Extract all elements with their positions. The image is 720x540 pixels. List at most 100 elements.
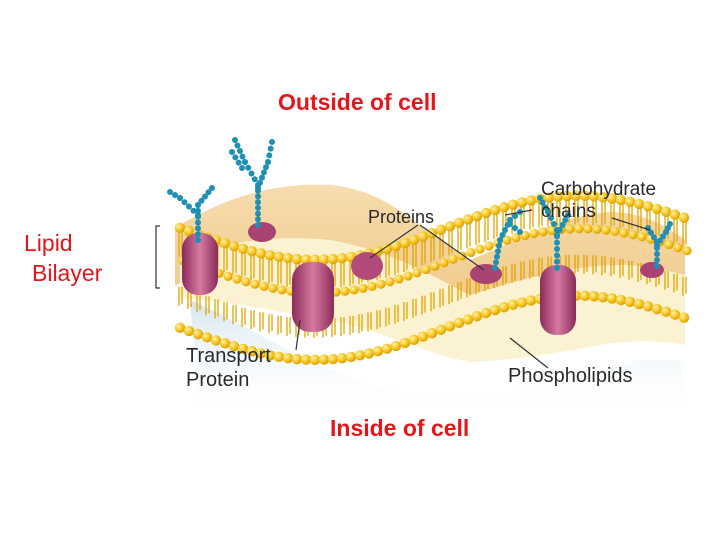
phospholipid-head — [250, 279, 260, 289]
phospholipid-head — [628, 230, 638, 240]
phospholipid-head — [507, 199, 519, 210]
phospholipid-heads-upper — [174, 190, 690, 265]
label-pointers — [155, 209, 651, 369]
phospholipid-head — [543, 192, 555, 203]
phospholipid-head — [412, 268, 422, 278]
lipid-bilayer-bracket — [155, 225, 160, 289]
protein-right-channel — [540, 265, 576, 335]
phospholipid-head — [259, 281, 269, 291]
phospholipid-head — [453, 317, 465, 329]
phospholipid-head — [394, 274, 404, 284]
phospholipid-head — [444, 221, 456, 232]
phospholipid-head — [444, 321, 456, 332]
phospholipid-head — [529, 228, 539, 239]
phospholipid-head — [462, 314, 474, 325]
phospholipid-head — [651, 303, 663, 315]
phospholipid-head — [601, 225, 611, 235]
phospholipid-head — [291, 253, 303, 265]
phospholipid-head — [511, 233, 521, 243]
phospholipid-head — [345, 351, 357, 363]
lipid-label-line1: Lipid — [24, 230, 73, 256]
phospholipid-head — [228, 340, 240, 352]
phospholipid-head — [669, 209, 681, 220]
phospholipid-head — [327, 353, 339, 365]
phospholipid-head — [642, 301, 654, 312]
phospholipid-head — [246, 346, 258, 357]
phospholipid-tails-lower — [178, 254, 687, 338]
protein-peripheral-left — [248, 222, 276, 242]
phospholipid-head — [475, 244, 485, 254]
phospholipid-head — [525, 295, 537, 306]
phospholipid-head — [480, 207, 492, 219]
phospholipid-head — [340, 286, 350, 296]
phospholipid-head — [426, 328, 438, 339]
phospholipid-head — [318, 254, 330, 265]
transport-label-line1: Transport — [186, 345, 271, 367]
carbohydrate-pointer-1 — [504, 209, 533, 216]
phospholipid-head — [525, 195, 537, 206]
phospholipid-head — [277, 285, 287, 295]
phospholipid-head — [300, 354, 312, 365]
phospholipid-head — [237, 343, 249, 354]
phospholipid-head — [228, 240, 240, 252]
phospholipid-head — [282, 352, 294, 364]
phospholipid-head — [327, 253, 339, 265]
phospholipid-head — [417, 231, 429, 242]
phospholipid-head — [381, 243, 393, 254]
phospholipid-head — [462, 214, 474, 225]
transport-protein — [292, 262, 334, 332]
lipid-bilayer-label: Lipid Bilayer — [24, 228, 102, 288]
phospholipid-head — [408, 234, 420, 246]
phospholipid-head — [669, 309, 681, 320]
phospholipid-head — [363, 348, 375, 359]
phospholipid-head — [624, 296, 636, 307]
phospholipid-head — [597, 192, 609, 203]
phospholipid-head — [273, 351, 285, 363]
phospholipid-head — [430, 261, 440, 271]
phospholipid-head — [255, 248, 267, 259]
proteins-pointer-2 — [419, 224, 485, 271]
phospholipid-head — [358, 283, 368, 293]
phospholipid-head — [403, 271, 413, 281]
phospholipid-head — [435, 224, 447, 235]
phospholipid-head — [480, 307, 492, 319]
phospholipid-head — [399, 337, 411, 349]
proteins-label: Proteins — [368, 207, 435, 227]
phospholipid-head — [615, 294, 627, 306]
carbohydrate-label-line2: chains — [541, 201, 596, 222]
phospholipid-head — [453, 217, 465, 229]
phospholipid-head — [552, 191, 564, 202]
phospholipid-head — [471, 210, 483, 222]
phospholipid-head — [466, 247, 476, 258]
phospholipid-head — [349, 285, 359, 295]
phospholipid-head — [579, 290, 591, 302]
phospholipid-head — [660, 306, 672, 317]
phospholipid-head — [606, 193, 618, 204]
membrane-shadow — [190, 300, 690, 420]
carbohydrate-chain — [255, 139, 275, 191]
phospholipid-head — [264, 350, 276, 361]
phospholipid-head — [183, 225, 195, 237]
phospholipid-head — [682, 246, 692, 256]
phospholipid-head — [241, 277, 251, 287]
phospholipid-head — [606, 293, 618, 304]
phospholipid-head — [268, 283, 278, 293]
phospholipid-head — [498, 202, 510, 213]
phospholipid-head — [489, 304, 501, 316]
proteins-group — [182, 222, 664, 335]
phospholipid-head — [390, 240, 402, 252]
carbohydrate-chain — [229, 149, 245, 171]
inside-of-cell-label: Inside of cell — [330, 415, 470, 441]
phospholipid-head — [390, 340, 402, 352]
phospholipid-head — [633, 198, 645, 210]
phospholipid-head — [264, 250, 276, 261]
transport-label-line2: Protein — [186, 369, 250, 391]
phospholipid-head — [579, 190, 591, 202]
phospholipid-head — [237, 243, 249, 254]
phospholipid-head — [192, 328, 204, 340]
phospholipid-head — [565, 224, 575, 234]
phospholipid-head — [642, 201, 654, 212]
phospholipid-head — [615, 194, 627, 206]
phospholipid-head — [376, 279, 386, 289]
